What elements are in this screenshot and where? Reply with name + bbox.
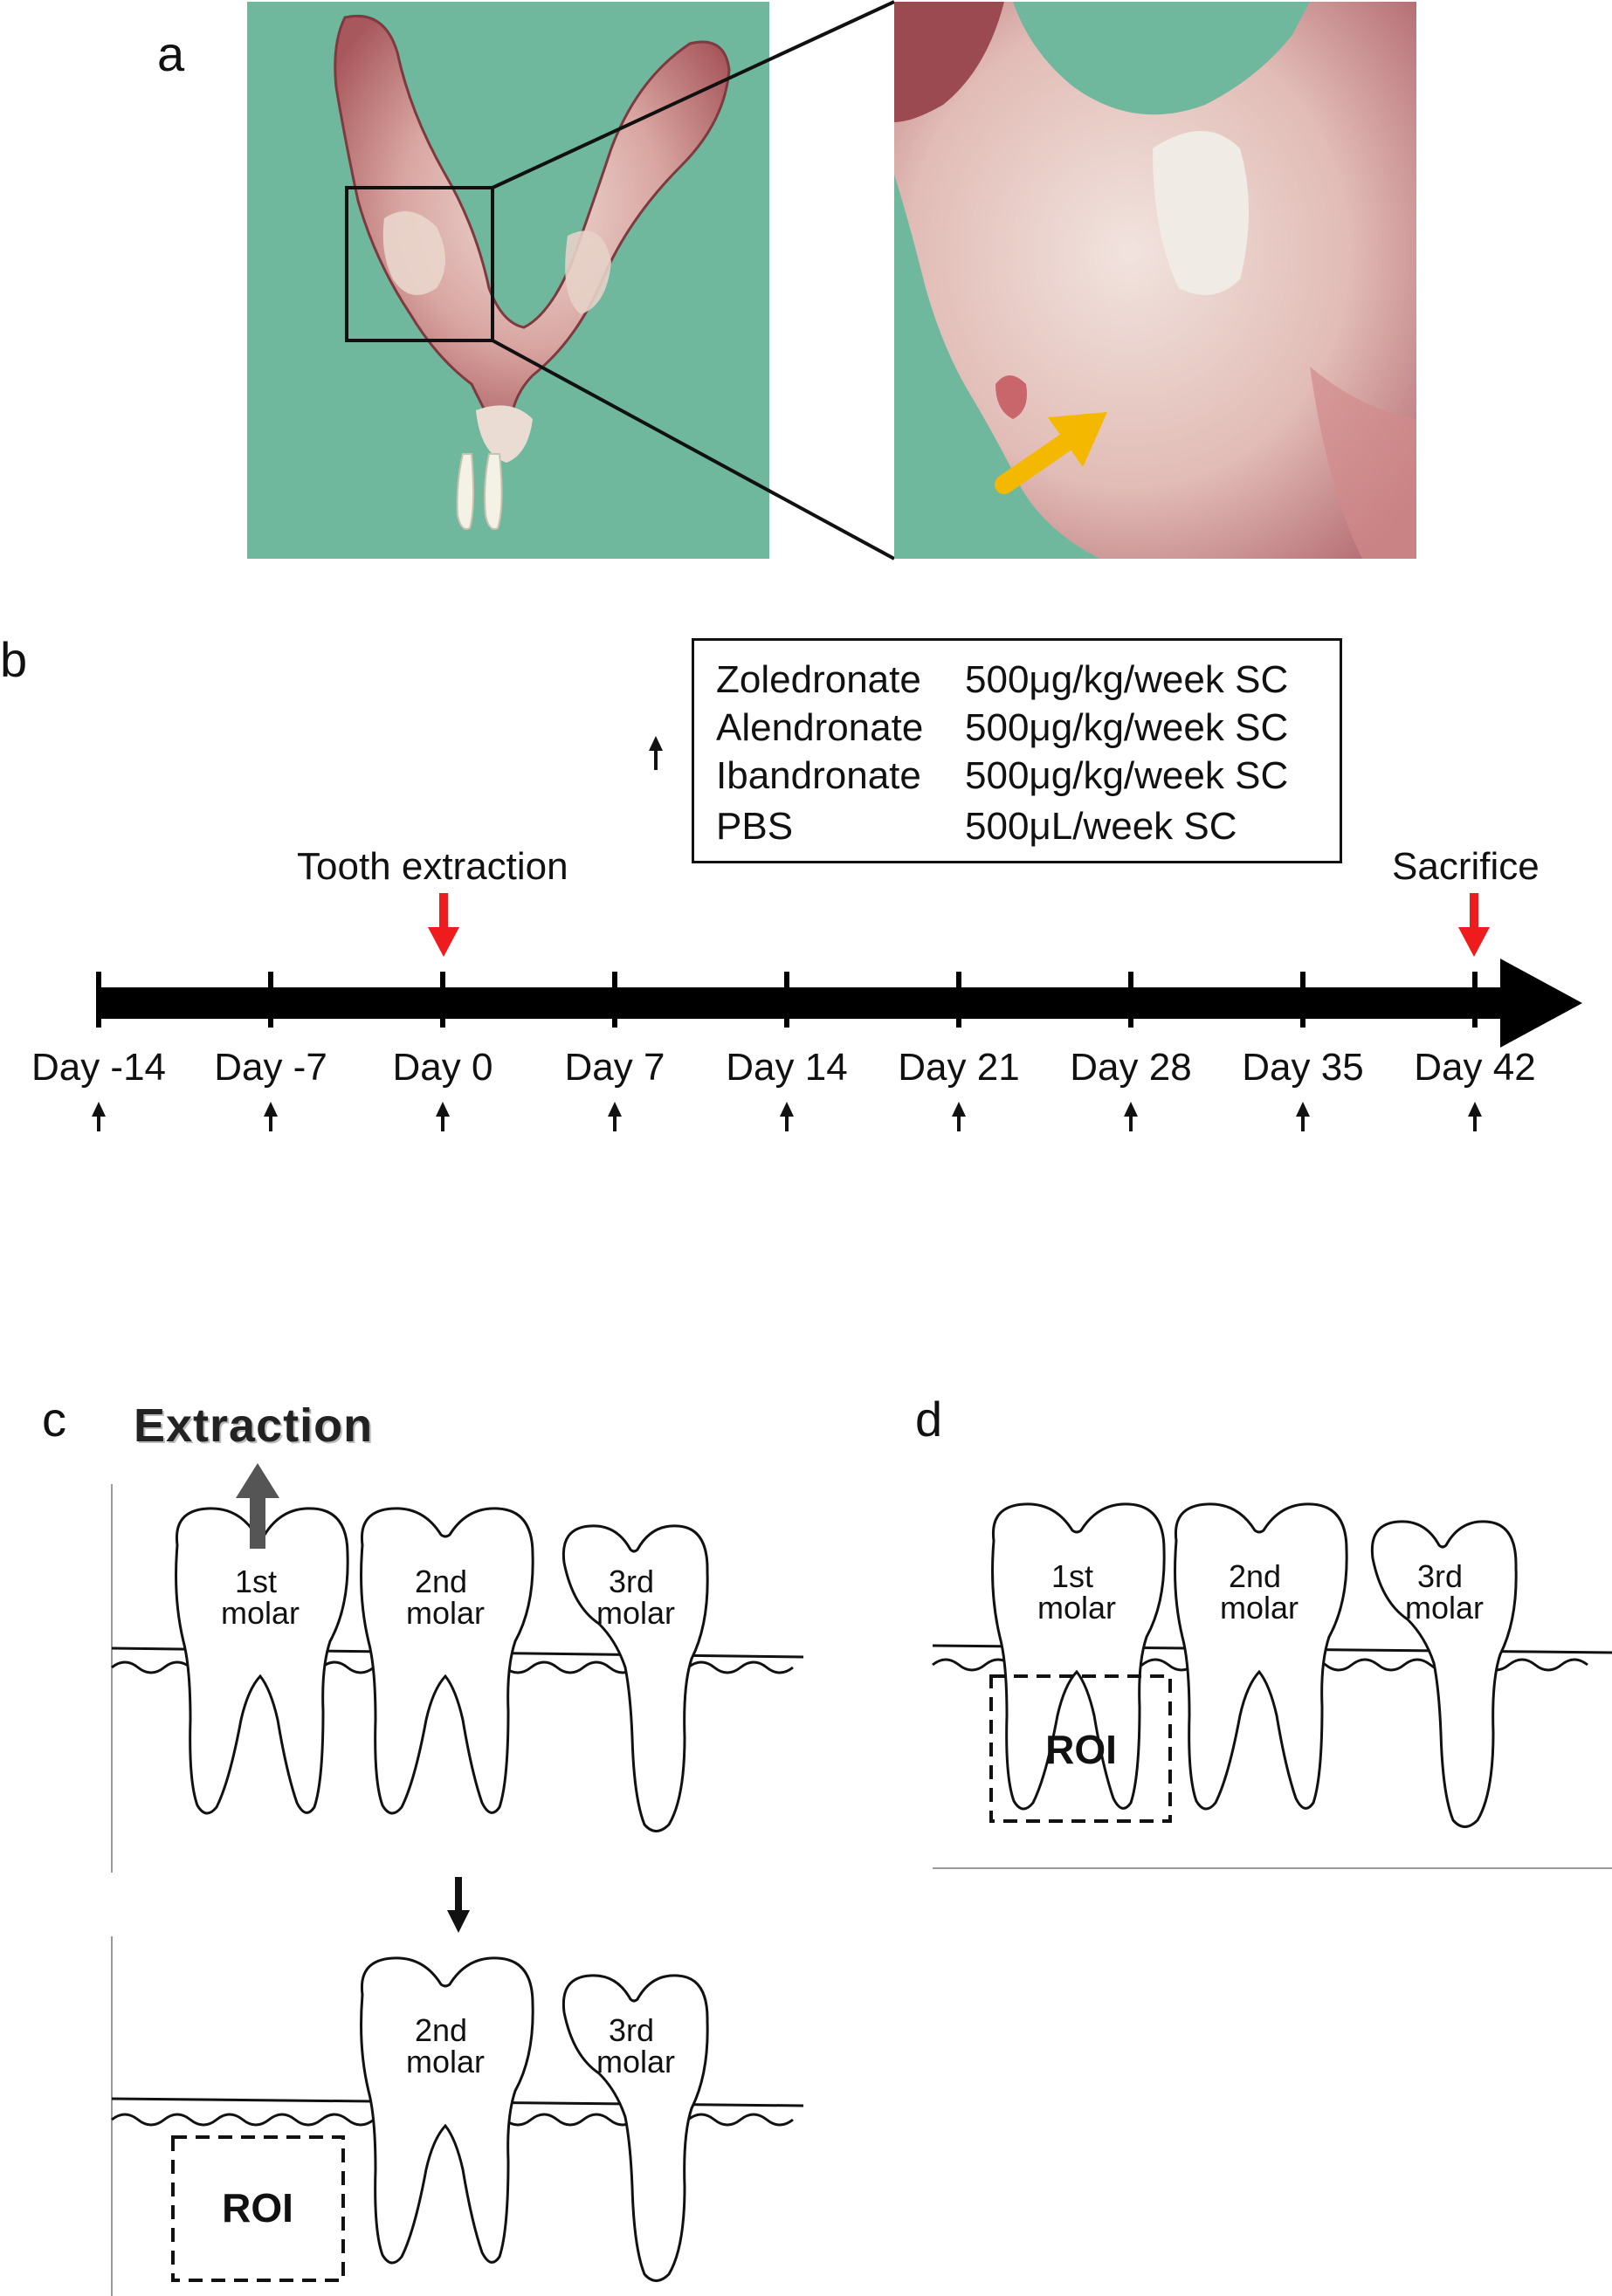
second-molar-tooth [360, 1956, 534, 2265]
magnified-photo [894, 2, 1416, 559]
timeline-ticks [92, 972, 1482, 1131]
drug-name: Ibandronate [716, 754, 921, 797]
timeline-tick [1300, 972, 1305, 1028]
dosing-arrowhead-icon [264, 1102, 278, 1117]
panel-label-b: b [0, 632, 28, 687]
tooth-label-line: molar [1037, 1590, 1116, 1626]
tooth-label-line: molar [221, 1595, 300, 1631]
extraction-up-arrow-icon [236, 1463, 279, 1549]
drug-name: Alendronate [716, 706, 924, 749]
second-molar-tooth [360, 1507, 534, 1815]
tooth-label: 2nd molar [406, 2012, 485, 2079]
timeline-arrowhead [1500, 959, 1582, 1048]
tooth-label: 2nd molar [1220, 1558, 1299, 1626]
first-molar-tooth [175, 1507, 349, 1815]
tooth-label-line: 3rd [609, 2012, 654, 2048]
highlight-arrow [995, 412, 1107, 494]
timeline-tick [268, 972, 273, 1028]
day-label: Day 14 [726, 1046, 848, 1089]
tooth-label-line: molar [596, 1595, 675, 1631]
roi-box [989, 1674, 1172, 1823]
day-label: Day 0 [392, 1046, 493, 1089]
timeline-tick [96, 972, 101, 1028]
tooth-label: 3rd molar [596, 1564, 675, 1631]
diagram-c-after: ROI 2nd molar 3rd molar [111, 1936, 804, 2296]
dosing-arrowhead-icon [1468, 1102, 1482, 1117]
tooth-label-line: molar [1220, 1590, 1299, 1626]
dosing-arrowhead-icon [1124, 1102, 1138, 1117]
tooth-label-line: 1st [1051, 1558, 1093, 1594]
drug-name: PBS [716, 805, 794, 848]
timeline-tick [612, 972, 617, 1028]
diagram-c-before: 1st molar 2nd molar 3rd molar [111, 1463, 804, 1873]
dosing-arrowhead-icon [1296, 1102, 1310, 1117]
drug-dose: 500μg/kg/week SC [965, 658, 1289, 701]
sacrifice-arrow-icon [1458, 893, 1490, 957]
day-label: Day 35 [1242, 1046, 1364, 1089]
panel-a-graphics [247, 0, 1416, 560]
day-label: Day -7 [214, 1046, 327, 1089]
panel-label-a: a [157, 26, 185, 81]
roi-box [171, 2135, 345, 2282]
day-label: Day 7 [564, 1046, 665, 1089]
tooth-label-line: 2nd [415, 1564, 467, 1599]
roi-label: ROI [222, 2185, 293, 2231]
tooth-label: 3rd molar [1405, 1558, 1484, 1626]
down-arrow-icon [447, 1877, 470, 1933]
day-label: Day 28 [1070, 1046, 1192, 1089]
panel-label-d: d [915, 1392, 943, 1447]
tooth-label-line: 2nd [415, 2012, 467, 2048]
tooth-label-line: molar [406, 2044, 485, 2079]
dosing-arrowhead-icon [780, 1102, 794, 1117]
tooth-label: 2nd molar [406, 1564, 485, 1631]
diagram-d: ROI 1st molar 2nd molar 3rd molar [932, 1502, 1612, 1869]
dose-legend-box: Zoledronate 500μg/kg/week SC Alendronate… [692, 638, 1342, 863]
day-label: Day 42 [1414, 1046, 1536, 1089]
tooth-label-line: molar [1405, 1590, 1484, 1626]
tooth-label-line: molar [406, 1595, 485, 1631]
dosing-arrowhead-icon [952, 1102, 966, 1117]
tooth-label-line: 3rd [609, 1564, 654, 1599]
mandible-photo [247, 2, 769, 559]
drug-dose: 500μL/week SC [965, 805, 1237, 848]
drug-name: Zoledronate [716, 658, 921, 701]
day-label: Day -14 [31, 1046, 167, 1089]
sacrifice-label: Sacrifice [1392, 845, 1540, 888]
roi-label: ROI [1045, 1727, 1117, 1772]
panel-label-c: c [42, 1392, 66, 1447]
tooth-extraction-label: Tooth extraction [297, 845, 568, 888]
timeline-tick [440, 972, 445, 1028]
timeline-tick [1472, 972, 1478, 1028]
timeline-tick [1128, 972, 1133, 1028]
extraction-title: Extraction [134, 1399, 374, 1452]
timeline-graphics [92, 736, 1582, 1131]
timeline-tick [784, 972, 789, 1028]
dosing-arrowhead-icon [436, 1102, 450, 1117]
drug-dose: 500μg/kg/week SC [965, 706, 1289, 749]
tooth-label-line: 1st [235, 1564, 277, 1599]
drug-dose: 500μg/kg/week SC [965, 754, 1289, 797]
dosing-arrow-legend-icon [649, 736, 663, 770]
timeline-axis [98, 987, 1504, 1019]
timeline-tick [956, 972, 961, 1028]
tooth-label-line: 3rd [1417, 1558, 1463, 1594]
tooth-label-line: molar [596, 2044, 675, 2079]
tooth-label: 1st molar [221, 1564, 300, 1631]
tooth-label: 1st molar [1037, 1558, 1116, 1626]
day-label: Day 21 [898, 1046, 1020, 1089]
dosing-arrowhead-icon [92, 1102, 106, 1117]
tooth-label-line: 2nd [1229, 1558, 1281, 1594]
extraction-arrow-icon [428, 893, 459, 957]
second-molar-tooth [1174, 1502, 1348, 1811]
dosing-arrowhead-icon [608, 1102, 622, 1117]
tooth-label: 3rd molar [596, 2012, 675, 2079]
